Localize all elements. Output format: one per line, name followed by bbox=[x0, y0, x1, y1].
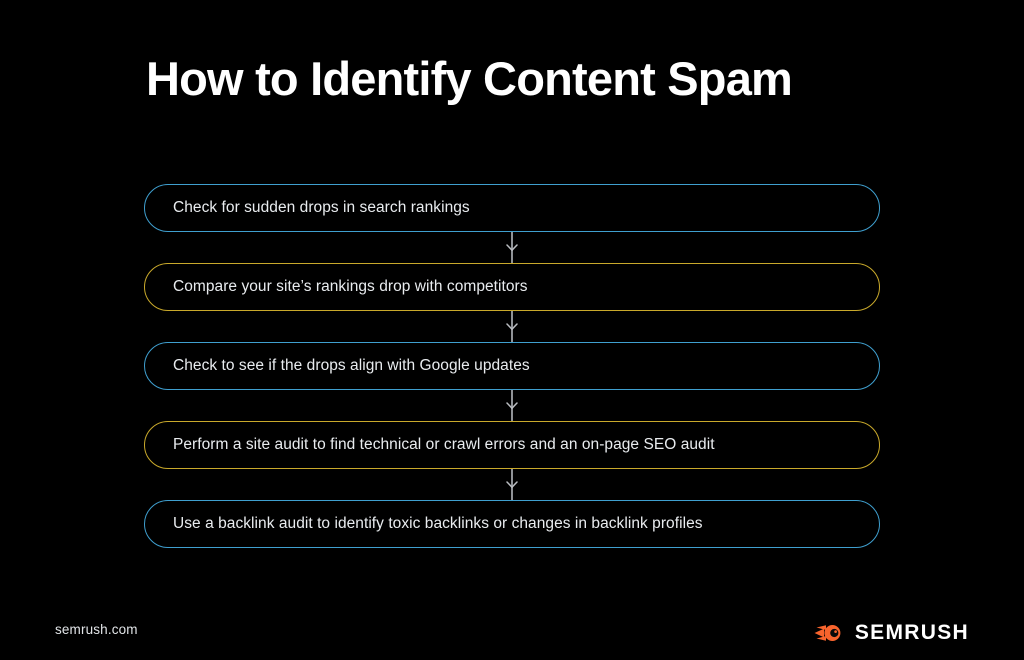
step-label-3: Check to see if the drops align with Goo… bbox=[173, 357, 530, 374]
flow-step-1: Check for sudden drops in search ranking… bbox=[144, 184, 880, 232]
flow-step-2: Compare your site’s rankings drop with c… bbox=[144, 263, 880, 311]
flow-step-4: Perform a site audit to find technical o… bbox=[144, 421, 880, 469]
step-box-1[interactable] bbox=[144, 184, 880, 232]
page-title: How to Identify Content Spam bbox=[146, 52, 793, 105]
connector-arrowhead-4 bbox=[506, 481, 518, 489]
flowchart: Check for sudden drops in search ranking… bbox=[144, 184, 880, 549]
flow-step-3: Check to see if the drops align with Goo… bbox=[144, 342, 880, 390]
step-box-4[interactable] bbox=[144, 421, 880, 469]
semrush-comet-icon bbox=[814, 625, 841, 641]
step-box-5[interactable] bbox=[144, 500, 880, 548]
connector-arrowhead-3 bbox=[506, 402, 518, 410]
arrow-down-icon-1 bbox=[506, 232, 518, 263]
arrow-down-icon-4 bbox=[506, 469, 518, 500]
flow-step-5: Use a backlink audit to identify toxic b… bbox=[144, 500, 880, 548]
step-box-3[interactable] bbox=[144, 342, 880, 390]
semrush-logo: SEMRUSH bbox=[814, 619, 969, 647]
connector-stem-2 bbox=[511, 311, 513, 342]
connector-arrowhead-1 bbox=[506, 244, 518, 252]
step-label-5: Use a backlink audit to identify toxic b… bbox=[173, 515, 703, 532]
connector-arrowhead-2 bbox=[506, 323, 518, 331]
arrow-down-icon-2 bbox=[506, 311, 518, 342]
semrush-wordmark: SEMRUSH bbox=[854, 621, 969, 644]
step-label-2: Compare your site’s rankings drop with c… bbox=[173, 278, 528, 295]
step-box-2[interactable] bbox=[144, 263, 880, 311]
arrow-down-icon-3 bbox=[506, 390, 518, 421]
connector-stem-1 bbox=[511, 232, 513, 263]
connector-stem-3 bbox=[511, 390, 513, 421]
step-label-1: Check for sudden drops in search ranking… bbox=[173, 199, 470, 216]
connector-stem-4 bbox=[511, 469, 513, 500]
footer-website-url[interactable]: semrush.com bbox=[55, 622, 138, 637]
step-label-4: Perform a site audit to find technical o… bbox=[173, 436, 715, 453]
